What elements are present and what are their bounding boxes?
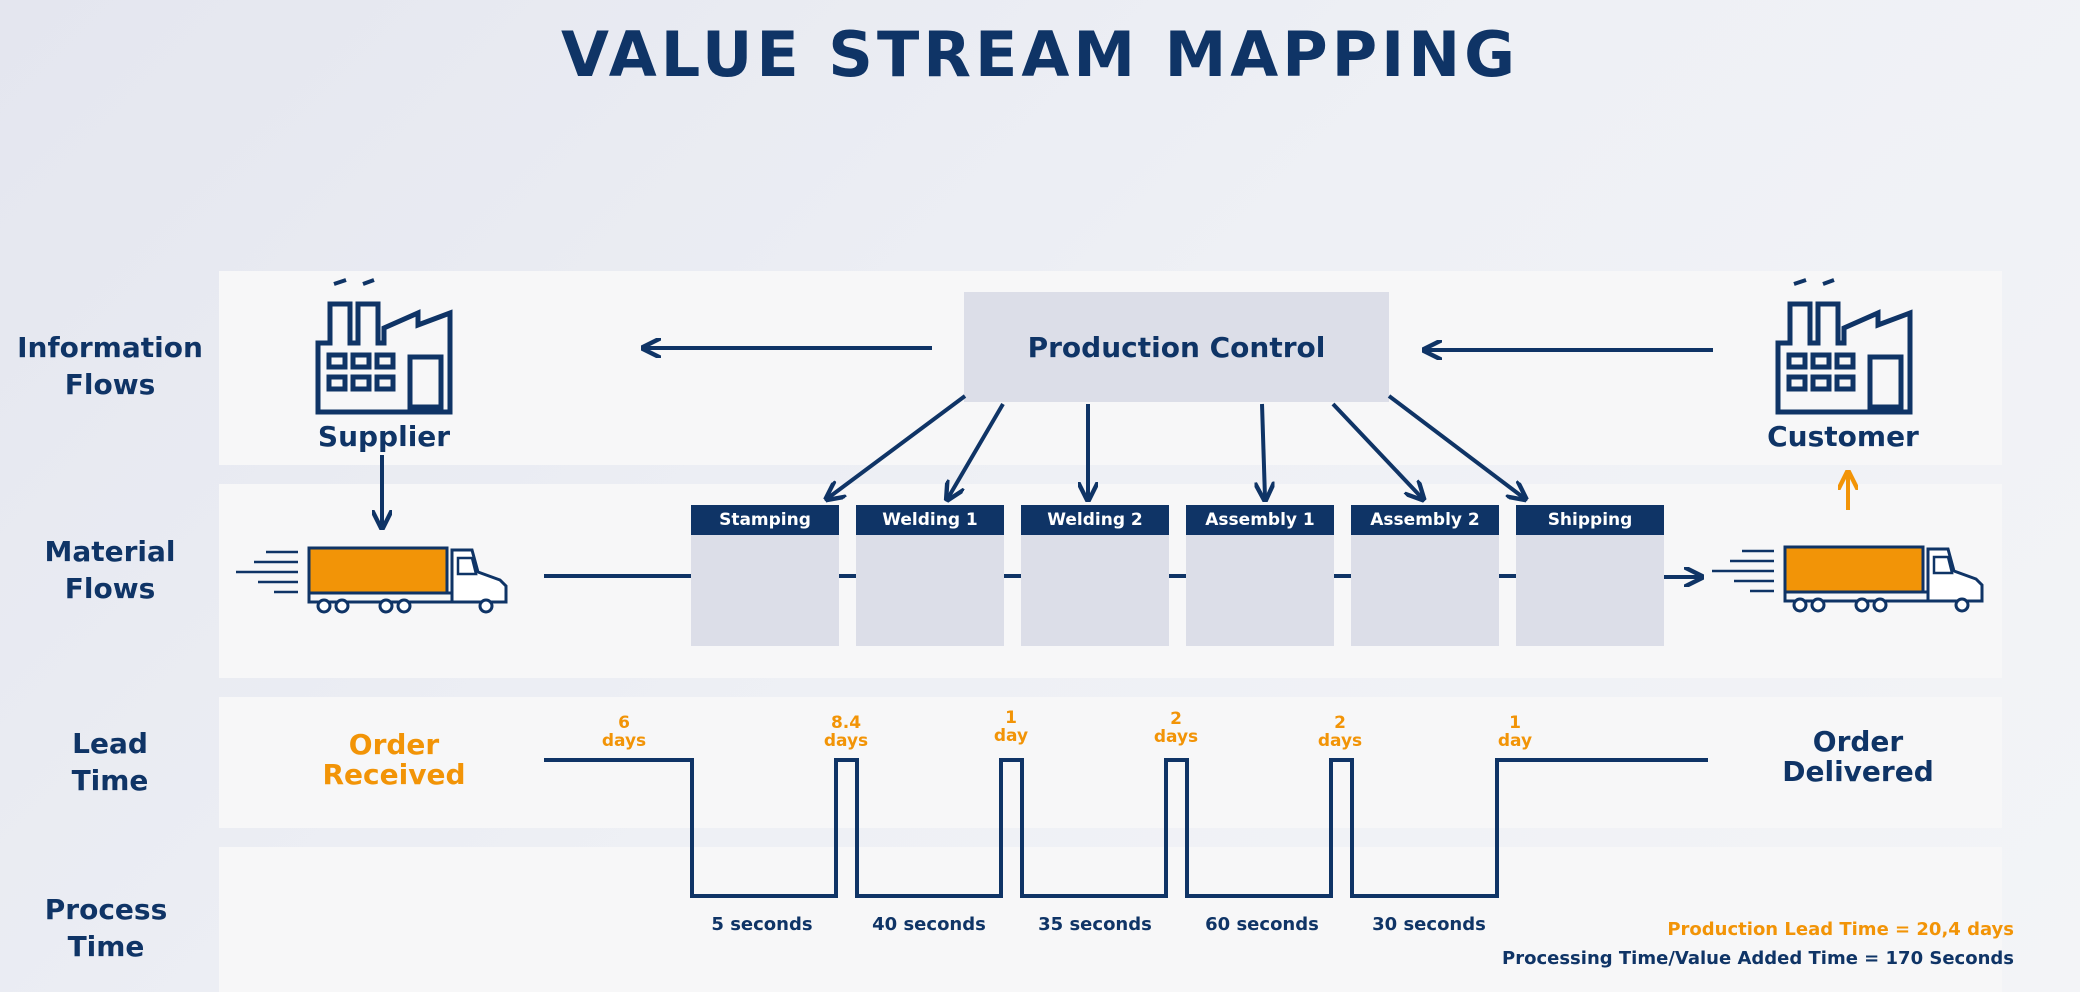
lead-time-label: 8.4 days bbox=[823, 713, 869, 751]
control-arrow-stamping bbox=[828, 394, 967, 498]
process-header: Welding 1 bbox=[856, 505, 1004, 535]
lead-time-label: 2 days bbox=[1153, 709, 1199, 747]
process-time-label: 35 seconds bbox=[1038, 914, 1152, 935]
process-box-assembly-1: Assembly 1 bbox=[1186, 505, 1334, 646]
row-label-material-flows: Material Flows bbox=[44, 535, 176, 605]
production-control-label: Production Control bbox=[1027, 330, 1326, 364]
process-time-label: 5 seconds bbox=[711, 914, 813, 935]
lead-time-label: 1 day bbox=[993, 708, 1029, 746]
process-header: Welding 2 bbox=[1021, 505, 1169, 535]
order-received-label: Order Received bbox=[322, 728, 466, 791]
factory-icon bbox=[1775, 278, 1913, 415]
order-delivered-label: Order Delivered bbox=[1782, 725, 1934, 788]
truck-icon bbox=[1712, 545, 1984, 613]
page-title: VALUE STREAM MAPPING bbox=[560, 18, 1520, 91]
process-box-assembly-2: Assembly 2 bbox=[1351, 505, 1499, 646]
row-label-process-time: Process Time bbox=[44, 893, 168, 963]
lead-time-band bbox=[219, 697, 2002, 828]
production-lead-time-summary: Production Lead Time = 20,4 days bbox=[1667, 919, 2014, 940]
processing-time-summary: Processing Time/Value Added Time = 170 S… bbox=[1502, 948, 2014, 969]
truck-icon bbox=[236, 546, 508, 614]
process-header: Assembly 1 bbox=[1186, 505, 1334, 535]
supplier-label: Supplier bbox=[317, 420, 451, 453]
lead-time-label: 2 days bbox=[1317, 713, 1363, 751]
control-arrow-welding-1 bbox=[948, 402, 1005, 498]
control-arrow-assembly-2 bbox=[1331, 402, 1422, 498]
process-time-label: 30 seconds bbox=[1372, 914, 1486, 935]
control-arrow-assembly-1 bbox=[1262, 403, 1265, 498]
process-header: Stamping bbox=[691, 505, 839, 535]
lead-time-label: 6 days bbox=[601, 713, 647, 751]
factory-icon bbox=[315, 278, 453, 415]
process-box-stamping: Stamping bbox=[691, 505, 839, 646]
row-label-information-flows: Information Flows bbox=[17, 331, 203, 401]
process-header: Assembly 2 bbox=[1351, 505, 1499, 535]
process-box-welding-2: Welding 2 bbox=[1021, 505, 1169, 646]
production-control-box: Production Control bbox=[964, 292, 1389, 402]
customer-label: Customer bbox=[1767, 420, 1919, 453]
row-label-lead-time: Lead Time bbox=[71, 727, 149, 797]
process-header: Shipping bbox=[1516, 505, 1664, 535]
process-box-shipping: Shipping bbox=[1516, 505, 1664, 646]
process-time-band bbox=[219, 847, 2002, 992]
lead-time-label: 1 day bbox=[1497, 713, 1533, 751]
timeline-staircase bbox=[544, 758, 1708, 898]
process-time-label: 40 seconds bbox=[872, 914, 986, 935]
control-arrow-shipping bbox=[1387, 394, 1524, 498]
process-box-welding-1: Welding 1 bbox=[856, 505, 1004, 646]
process-time-label: 60 seconds bbox=[1205, 914, 1319, 935]
